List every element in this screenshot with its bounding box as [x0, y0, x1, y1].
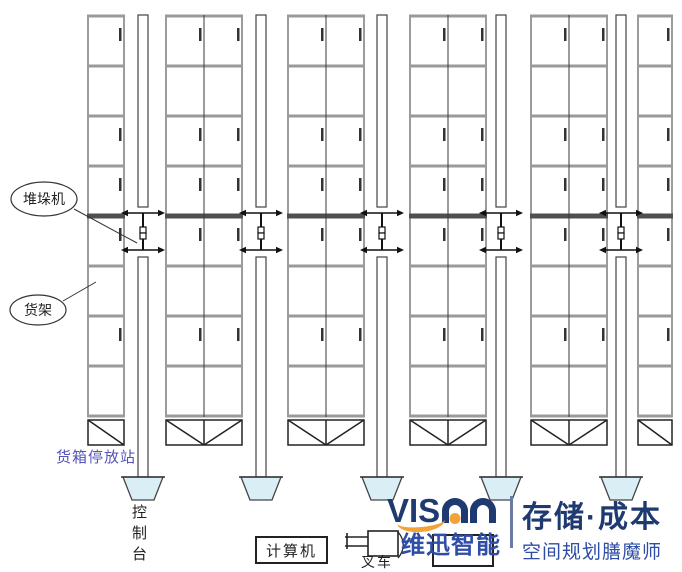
rack-base	[166, 420, 242, 445]
pallet-mark	[321, 178, 324, 191]
pallet-mark	[481, 328, 484, 341]
control-console-label: 控制台	[131, 503, 148, 566]
pallet-mark	[199, 128, 202, 141]
container-station-label: 货箱停放站	[56, 446, 136, 467]
pallet-mark	[359, 128, 362, 141]
pallet-mark	[564, 228, 567, 241]
pallet-mark	[119, 128, 122, 141]
pallet-mark	[481, 178, 484, 191]
pallet-mark	[443, 28, 446, 41]
rack-callout: 货架	[10, 295, 66, 325]
storage-rack	[409, 15, 487, 417]
pallet-mark	[667, 178, 670, 191]
stacker-crane-callout: 堆垛机	[11, 182, 77, 216]
pallet-mark	[443, 178, 446, 191]
pallet-mark	[667, 128, 670, 141]
storage-rack	[287, 15, 365, 417]
control-console-funnel	[123, 477, 163, 500]
pallet-mark	[321, 328, 324, 341]
pallet-mark	[119, 178, 122, 191]
rack-label: 货架	[24, 302, 52, 319]
logo-wordmark: VIS	[387, 492, 501, 524]
pallet-mark	[321, 228, 324, 241]
pallet-mark	[564, 328, 567, 341]
stacker-crane-label: 堆垛机	[23, 192, 65, 208]
pallet-mark	[443, 128, 446, 141]
pallet-mark	[119, 28, 122, 41]
pallet-mark	[321, 28, 324, 41]
control-console-funnel	[241, 477, 281, 500]
pallet-mark	[481, 128, 484, 141]
rack-base	[531, 420, 607, 445]
computer-box: 计算机	[255, 536, 328, 564]
pallet-mark	[199, 228, 202, 241]
pallet-mark	[359, 178, 362, 191]
pallet-mark	[237, 178, 240, 191]
pallet-mark	[667, 228, 670, 241]
pallet-mark	[667, 328, 670, 341]
pallet-mark	[602, 28, 605, 41]
logo-right-block: 存储·成本 空间规划膳魔师	[522, 492, 662, 564]
pallet-mark	[564, 128, 567, 141]
pallet-mark	[564, 28, 567, 41]
pallet-mark	[667, 28, 670, 41]
pallet-mark	[237, 328, 240, 341]
pallet-mark	[199, 328, 202, 341]
storage-rack	[637, 15, 673, 417]
pallet-mark	[237, 28, 240, 41]
rack-base	[88, 420, 124, 445]
logo-left-block: VIS 维迅智能	[387, 492, 501, 560]
logo-separator	[510, 496, 513, 548]
pallet-mark	[564, 178, 567, 191]
pallet-mark	[443, 328, 446, 341]
pallet-mark	[237, 228, 240, 241]
storage-rack	[530, 15, 608, 417]
rack-base	[410, 420, 486, 445]
pallet-mark	[359, 228, 362, 241]
pallet-mark	[359, 328, 362, 341]
pallet-mark	[321, 128, 324, 141]
logo-n-arch-icon	[470, 498, 496, 523]
pallet-mark	[237, 128, 240, 141]
rack-base	[288, 420, 364, 445]
computer-label: 计算机	[266, 540, 317, 561]
pallet-mark	[602, 328, 605, 341]
logo-orange-dot-icon	[450, 513, 461, 524]
pallet-mark	[359, 28, 362, 41]
storage-rack	[87, 15, 125, 417]
rack-base	[638, 420, 672, 445]
pallet-mark	[199, 28, 202, 41]
vison-logo: VIS 维迅智能 存储·成本 空间规划膳魔师	[387, 492, 662, 564]
logo-tagline-sub: 空间规划膳魔师	[522, 537, 662, 564]
pallet-mark	[602, 228, 605, 241]
stacker-crane-symbol	[239, 210, 283, 253]
pallet-mark	[443, 228, 446, 241]
pallet-mark	[481, 228, 484, 241]
pallet-mark	[481, 28, 484, 41]
stacker-crane-symbol	[121, 210, 165, 253]
pallet-mark	[199, 178, 202, 191]
pallet-mark	[602, 128, 605, 141]
pallet-mark	[602, 178, 605, 191]
pallet-mark	[119, 328, 122, 341]
stacker-crane-symbol	[360, 210, 404, 253]
storage-rack	[165, 15, 243, 417]
logo-tagline: 存储·成本	[522, 492, 662, 536]
logo-o-arch-icon	[442, 498, 468, 523]
